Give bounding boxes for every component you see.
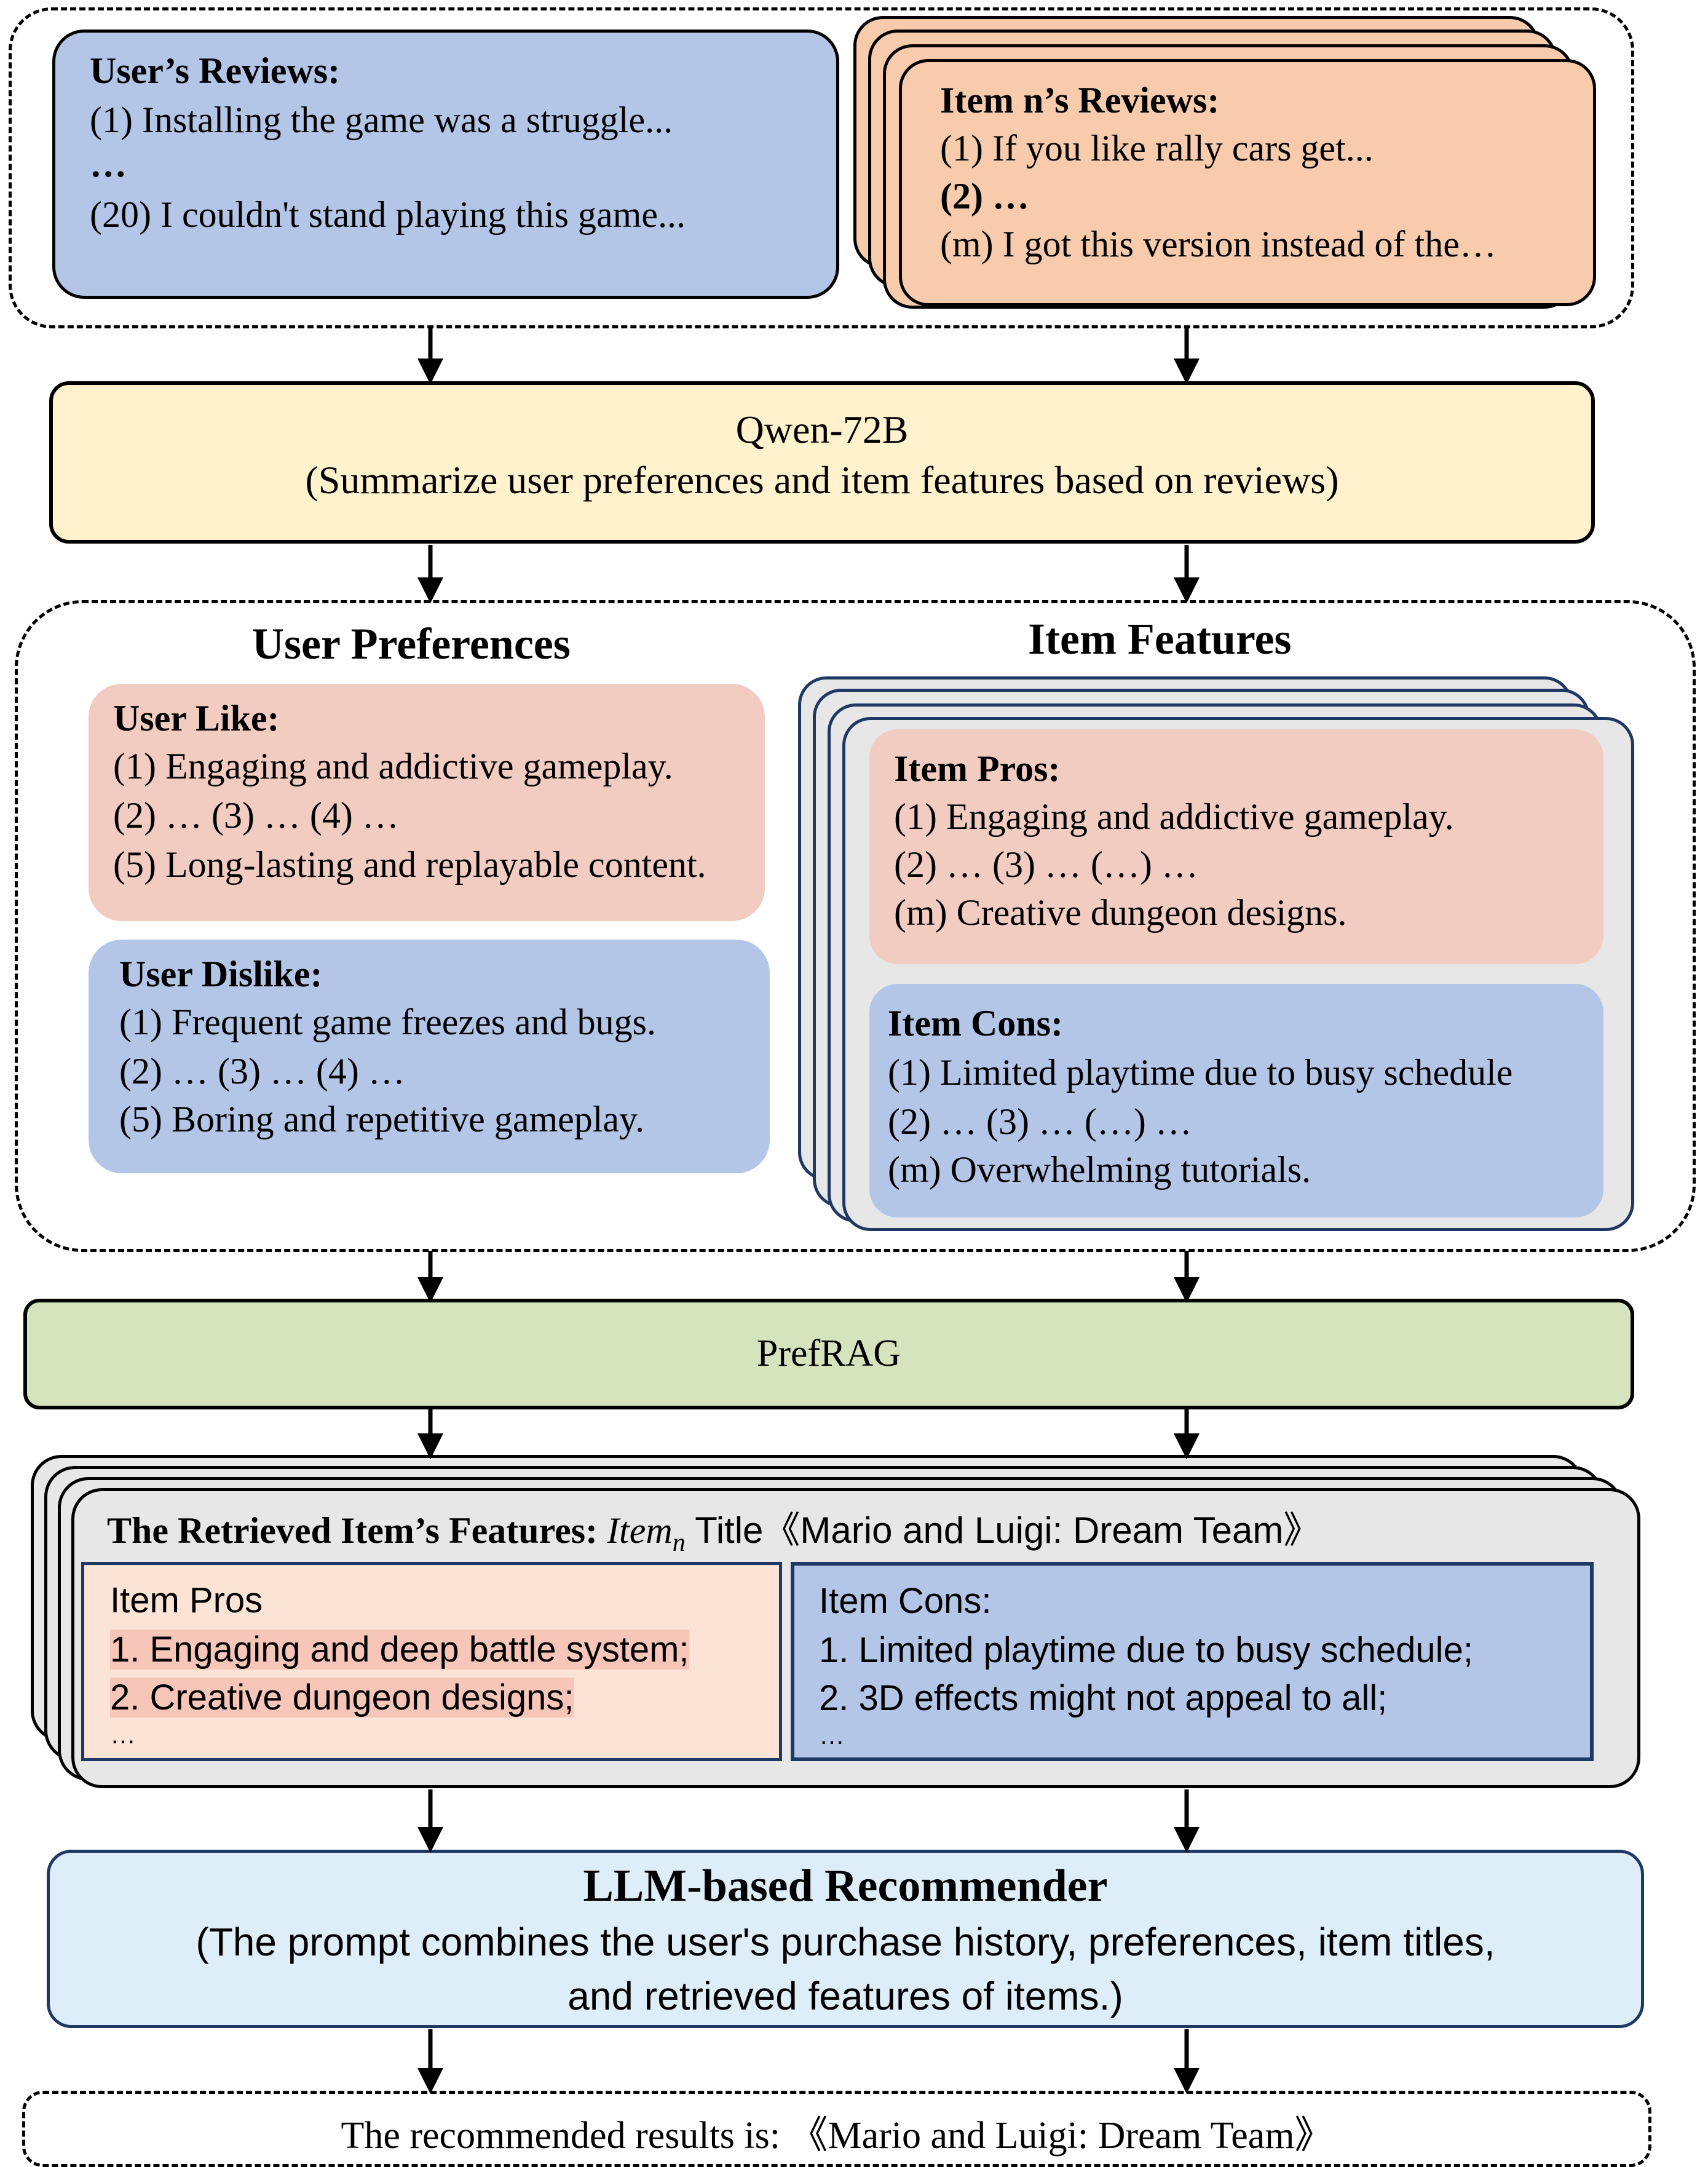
recommender-desc-line-1: (The prompt combines the user's purchase… — [196, 1920, 1495, 1964]
item-cons-box: Item Cons: (1) Limited playtime due to b… — [869, 984, 1603, 1218]
preferences-features-container — [15, 600, 1696, 1252]
prefrag-box: PrefRAG — [23, 1299, 1634, 1409]
retrieved-cons-line-2: 2. 3D effects might not appeal to all; — [819, 1678, 1388, 1718]
user-like-title: User Like: — [113, 698, 280, 739]
recommender-box: LLM-based Recommender (The prompt combin… — [47, 1850, 1644, 2028]
item-review-line-3: (m) I got this version instead of the… — [940, 224, 1496, 264]
retrieved-pros-line-2: 2. Creative dungeon designs; — [110, 1678, 574, 1717]
user-like-line-3: (5) Long-lasting and replayable content. — [113, 844, 706, 885]
user-like-line-2: (2) … (3) … (4) … — [113, 795, 399, 836]
item-review-line-2: (2) … — [940, 176, 1029, 216]
retrieved-pros-box: Item Pros 1. Engaging and deep battle sy… — [81, 1562, 782, 1761]
item-reviews-title: Item n’s Reviews: — [940, 80, 1220, 121]
retrieved-item-title: 《Mario and Luigi: Dream Team》 — [763, 1510, 1321, 1551]
recommender-desc-line-2: and retrieved features of items.) — [567, 1974, 1123, 2018]
summarizer-task: (Summarize user preferences and item fea… — [305, 458, 1339, 502]
user-dislike-line-2: (2) … (3) … (4) … — [119, 1051, 405, 1091]
user-preferences-heading: User Preferences — [252, 619, 571, 668]
user-dislike-box: User Dislike: (1) Frequent game freezes … — [89, 940, 770, 1173]
retrieved-cons-title: Item Cons: — [819, 1581, 992, 1621]
user-review-line-2: … — [90, 144, 127, 184]
item-cons-line-2: (2) … (3) … (…) … — [888, 1101, 1192, 1142]
user-reviews-title: User’s Reviews: — [90, 50, 341, 91]
item-pros-title: Item Pros: — [894, 748, 1061, 789]
reviews-container — [9, 7, 1634, 328]
item-pros-line-3: (m) Creative dungeon designs. — [894, 892, 1347, 933]
user-dislike-line-1: (1) Frequent game freezes and bugs. — [119, 1002, 656, 1042]
result-title: 《Mario and Luigi: Dream Team》 — [789, 2115, 1333, 2157]
item-pros-box: Item Pros: (1) Engaging and addictive ga… — [869, 729, 1603, 964]
user-dislike-title: User Dislike: — [119, 954, 323, 994]
user-review-line-1: (1) Installing the game was a struggle..… — [90, 100, 673, 140]
retrieved-item-var: Itemn — [607, 1510, 686, 1557]
summarizer-llm-box: Qwen-72B (Summarize user preferences and… — [49, 381, 1595, 544]
user-reviews-box: User’s Reviews: (1) Installing the game … — [52, 30, 839, 299]
item-reviews-box: Item n’s Reviews: (1) If you like rally … — [899, 59, 1596, 306]
result-label: The recommended results is: — [341, 2115, 790, 2157]
item-pros-line-2: (2) … (3) … (…) … — [894, 844, 1198, 885]
item-cons-line-1: (1) Limited playtime due to busy schedul… — [888, 1052, 1513, 1093]
recommender-title: LLM-based Recommender — [583, 1861, 1108, 1911]
user-like-line-1: (1) Engaging and addictive gameplay. — [113, 746, 673, 786]
item-review-line-1: (1) If you like rally cars get... — [940, 128, 1374, 168]
retrieved-cons-line-3: … — [819, 1721, 845, 1749]
retrieved-cons-line-1: 1. Limited playtime due to busy schedule… — [819, 1630, 1473, 1670]
retrieved-pros-line-1: 1. Engaging and deep battle system; — [110, 1630, 689, 1670]
result-text: The recommended results is: 《Mario and L… — [25, 2104, 1648, 2159]
item-features-heading: Item Features — [1028, 614, 1292, 664]
retrieved-header: The Retrieved Item’s Features: Itemn Tit… — [107, 1500, 1320, 1558]
retrieved-pros-title: Item Pros — [110, 1580, 263, 1620]
user-like-box: User Like: (1) Engaging and addictive ga… — [89, 684, 765, 921]
retrieved-title-label: Title — [685, 1510, 764, 1551]
prefrag-label: PrefRAG — [756, 1333, 901, 1374]
result-box: The recommended results is: 《Mario and L… — [22, 2091, 1651, 2167]
item-pros-line-1: (1) Engaging and addictive gameplay. — [894, 796, 1454, 837]
user-dislike-line-3: (5) Boring and repetitive gameplay. — [119, 1099, 645, 1139]
item-cons-title: Item Cons: — [888, 1003, 1063, 1044]
retrieved-label: The Retrieved Item’s Features: — [107, 1510, 598, 1551]
user-review-line-3: (20) I couldn't stand playing this game.… — [90, 194, 686, 235]
retrieved-pros-line-3: … — [110, 1720, 136, 1749]
retrieved-cons-box: Item Cons: 1. Limited playtime due to bu… — [791, 1562, 1594, 1761]
summarizer-model-name: Qwen-72B — [735, 408, 909, 451]
item-cons-line-3: (m) Overwhelming tutorials. — [888, 1149, 1311, 1190]
